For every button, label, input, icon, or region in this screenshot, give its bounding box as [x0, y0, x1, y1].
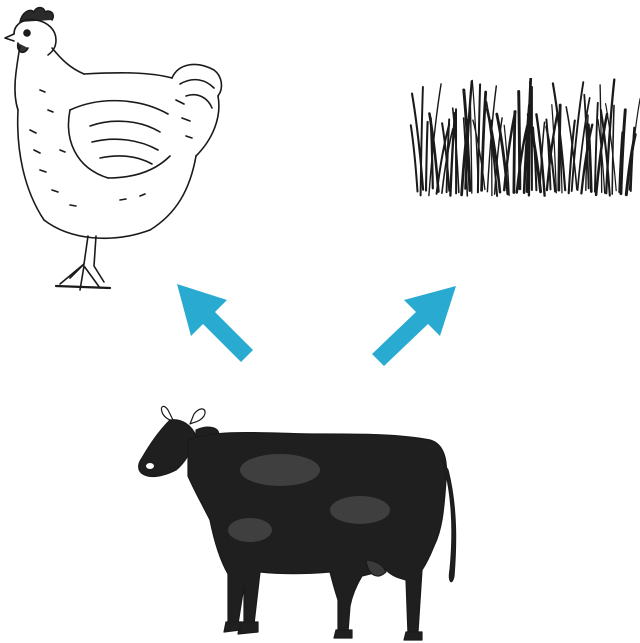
grass-blade: [529, 82, 530, 195]
grass-blade: [631, 128, 634, 192]
grass-blade: [426, 122, 428, 191]
grass-blade: [621, 110, 625, 194]
arrow-to-grass-icon: [360, 278, 470, 378]
grass-blade: [514, 112, 515, 193]
grass-blade: [411, 125, 418, 191]
hen-icon: [0, 0, 240, 300]
grass-blade: [472, 80, 478, 189]
cow-icon: [130, 400, 460, 643]
grass-icon: [398, 78, 640, 208]
arrow-to-hen-icon: [165, 278, 265, 378]
grass-blade: [519, 92, 520, 189]
